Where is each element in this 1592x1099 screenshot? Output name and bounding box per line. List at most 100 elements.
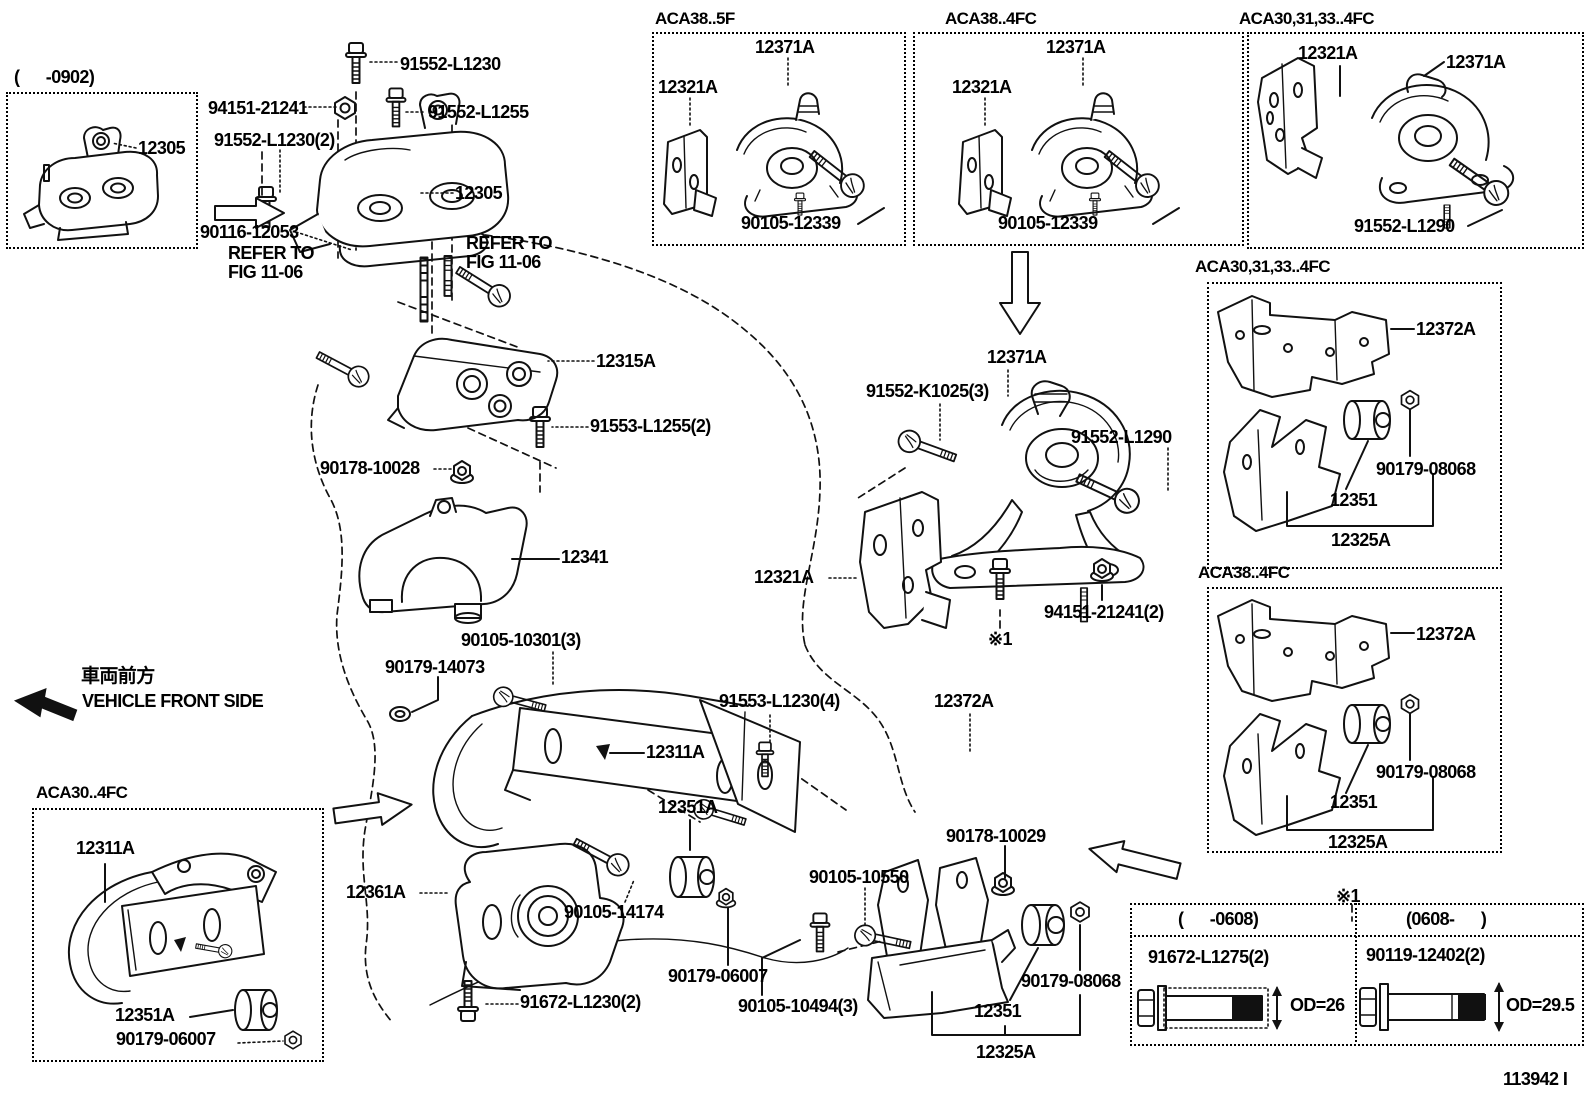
box6-callout-90179-06007: 90179-06007 [116, 1029, 216, 1049]
inset-aca30-4fc-assembly [67, 852, 302, 1050]
inset-aca30-top-assembly [1257, 57, 1515, 229]
callout-12341: 12341 [561, 547, 609, 567]
table-part-right: 90119-12402(2) [1366, 945, 1485, 965]
callout-90105-10550: 90105-10550 [809, 867, 909, 887]
box3-callout-12371a: 12371A [1446, 52, 1506, 72]
inset-box-aca38-5f [652, 32, 906, 246]
part-drawing-12351-bracket [867, 857, 1016, 1019]
figure-id: 113942 I [1503, 1069, 1568, 1089]
part-drawing-12315a [387, 337, 559, 432]
callout-12321a: 12321A [754, 567, 814, 587]
box4-callout-12351: 12351 [1330, 490, 1378, 510]
arrow-left-icon [1088, 840, 1182, 880]
flow-arrows [13, 197, 1182, 880]
box5-callout-12325a: 12325A [1328, 832, 1388, 852]
table-od-left: OD=26 [1290, 995, 1345, 1015]
note-marker-table: ※1 [1336, 886, 1361, 906]
part-drawing-12305-inset [23, 126, 159, 241]
callout-12315a: 12315A [596, 351, 656, 371]
arrow-down-icon [999, 251, 1041, 335]
box1-callout-90105-12339: 90105-12339 [741, 213, 841, 233]
note-marker-center: ※1 [988, 629, 1013, 649]
table-part-left: 91672-L1275(2) [1148, 947, 1269, 967]
note-table-header-rule [1130, 935, 1580, 937]
header-aca30-31-33-mid: ACA30,31,33..4FC [1195, 257, 1331, 276]
inset-box-aca38-4fc-top [913, 32, 1244, 246]
callout-12361a: 12361A [346, 882, 406, 902]
inset-box-aca30-4fc [32, 808, 324, 1062]
box2-callout-12371a: 12371A [1046, 37, 1106, 57]
callout-90178-10028: 90178-10028 [320, 458, 420, 478]
note-table-divider [1355, 903, 1357, 1042]
part-drawing-12351-bushing [1021, 904, 1065, 946]
box4-callout-12372a: 12372A [1416, 319, 1476, 339]
header-aca38-4fc-low: ACA38..4FC [1198, 563, 1290, 582]
callout-91553-l1230-4: 91553-L1230(4) [719, 691, 840, 711]
part-drawing-12351a-bushing [669, 856, 715, 898]
box5-callout-90179-08068: 90179-08068 [1376, 762, 1476, 782]
callout-94151-21241-2: 94151-21241(2) [1044, 602, 1164, 622]
vehicle-front-arrow-icon [13, 688, 78, 722]
inset-box-aca30-31-33-mid [1207, 282, 1502, 569]
header-aca30-4fc: ACA30..4FC [36, 783, 128, 802]
callout-91552-l1290: 91552-L1290 [1071, 427, 1172, 447]
refer-note-left: REFER TO FIG 11-06 [228, 243, 314, 283]
note-table-bolt-left [1137, 985, 1282, 1031]
date-range-0902: ( -0902) [14, 67, 95, 87]
callout-12351a: 12351A [658, 797, 718, 817]
arrow-right-icon [214, 197, 285, 229]
callout-90179-14073: 90179-14073 [385, 657, 485, 677]
header-aca30-31-33-top: ACA30,31,33..4FC [1239, 9, 1375, 28]
table-range-right: (0608- ) [1406, 909, 1487, 929]
callout-94151-21241: 94151-21241 [208, 98, 308, 118]
inset-box-aca30-31-33-top [1247, 32, 1584, 249]
box5-callout-12372a: 12372A [1416, 624, 1476, 644]
callout-12325a: 12325A [976, 1042, 1036, 1062]
box3-callout-91552-l1290: 91552-L1290 [1354, 216, 1455, 236]
callout-91553-l1255-2: 91553-L1255(2) [590, 416, 711, 436]
callout-12311a: 12311A [646, 742, 705, 762]
callout-12372a: 12372A [934, 691, 994, 711]
callout-90179-08068: 90179-08068 [1021, 971, 1121, 991]
callout-91672-l1230-2: 91672-L1230(2) [520, 992, 641, 1012]
box1-callout-12371a: 12371A [755, 37, 815, 57]
note-table-bolt-right [1359, 982, 1504, 1032]
refer-note-right: REFER TO FIG 11-06 [466, 233, 552, 273]
box1-callout-12321a: 12321A [658, 77, 718, 97]
box2-callout-90105-12339: 90105-12339 [998, 213, 1098, 233]
box2-callout-12321a: 12321A [952, 77, 1012, 97]
part-drawing-12311a [432, 689, 801, 848]
vehicle-front-label-en: VEHICLE FRONT SIDE [82, 691, 264, 711]
header-aca38-4fc-top: ACA38..4FC [945, 9, 1037, 28]
callout-90178-10029: 90178-10029 [946, 826, 1046, 846]
callout-12305: 12305 [455, 183, 503, 203]
leader-lines [111, 61, 1169, 1036]
box5-callout-12351: 12351 [1330, 792, 1378, 812]
callout-91552-l1230-2: 91552-L1230(2) [214, 130, 335, 150]
vehicle-front-label-jp: 車両前方 [81, 666, 155, 687]
table-range-left: ( -0608) [1178, 909, 1259, 929]
callout-90105-14174: 90105-14174 [564, 902, 664, 922]
part-drawing-12341 [358, 497, 528, 624]
box6-callout-12311a: 12311A [76, 838, 135, 858]
callout-90105-10301-3: 90105-10301(3) [461, 630, 581, 650]
box4-callout-90179-08068: 90179-08068 [1376, 459, 1476, 479]
callout-91552-l1230: 91552-L1230 [400, 54, 501, 74]
box3-callout-12321a: 12321A [1298, 43, 1358, 63]
inset-box-0902 [6, 92, 198, 249]
part-drawing-12321a [859, 491, 951, 629]
callout-91552-l1255: 91552-L1255 [428, 102, 529, 122]
callout-12371a: 12371A [987, 347, 1047, 367]
part-drawing-12371a [931, 380, 1145, 623]
callout-12305-inset: 12305 [138, 138, 186, 158]
callout-90116-12053: 90116-12053 [200, 222, 299, 242]
callout-90179-06007: 90179-06007 [668, 966, 768, 986]
note-table [1130, 903, 1584, 1046]
header-aca38-5f: ACA38..5F [655, 9, 735, 28]
part-drawing-12361a [454, 842, 625, 991]
box6-callout-12351a: 12351A [115, 1005, 175, 1025]
arrow-right-icon [332, 792, 413, 826]
inset-box-aca38-4fc-low [1207, 587, 1502, 853]
